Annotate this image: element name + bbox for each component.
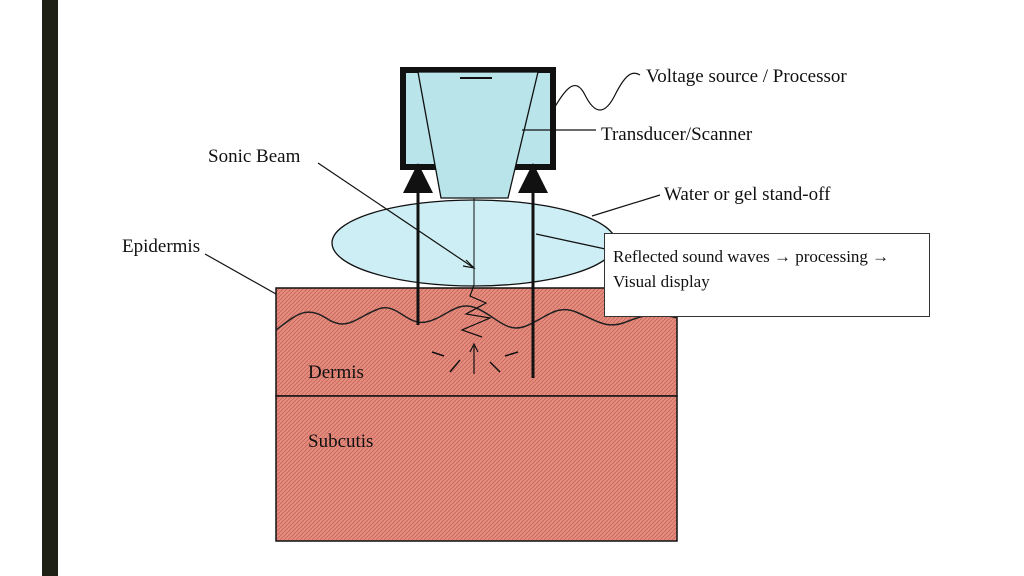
- label-subcutis: Subcutis: [308, 431, 373, 452]
- leader-callout: [535, 233, 611, 251]
- leader-gel: [591, 194, 661, 217]
- label-sonic-beam: Sonic Beam: [208, 146, 301, 167]
- leader-sonic-beam: [317, 162, 475, 269]
- label-transducer: Transducer/Scanner: [601, 124, 753, 145]
- leader-epidermis: [204, 253, 277, 295]
- subcutis-layer: [275, 395, 678, 542]
- label-water-gel: Water or gel stand-off: [664, 184, 831, 205]
- callout-line-1: Reflected sound waves → processing →: [613, 247, 890, 266]
- callout-line-2: Visual display: [613, 272, 710, 291]
- beam-zigzag: [460, 284, 493, 338]
- label-voltage-source: Voltage source / Processor: [646, 66, 847, 87]
- transducer-crystal: [417, 71, 539, 199]
- voltage-cable: [552, 72, 641, 111]
- label-epidermis: Epidermis: [122, 236, 200, 257]
- reflected-waves-callout: Reflected sound waves → processing → Vis…: [604, 233, 930, 317]
- slide-accent-bar: [42, 0, 58, 576]
- label-dermis: Dermis: [308, 362, 364, 383]
